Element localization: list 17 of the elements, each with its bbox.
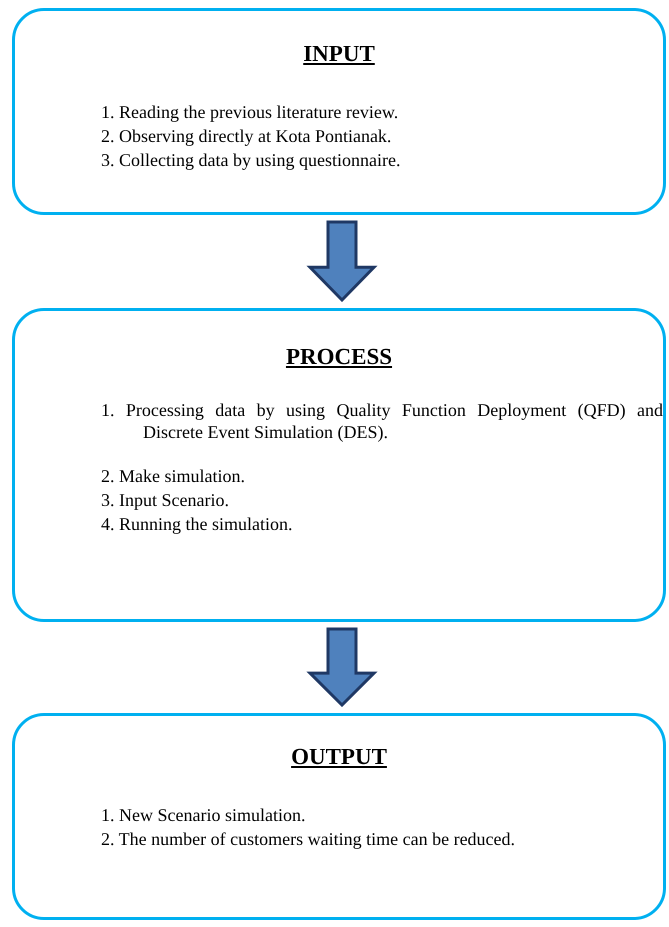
process-box: [12, 8, 666, 215]
list-item: 4. Running the simulation.: [101, 513, 294, 535]
list-item: 3. Collecting data by using questionnaire.: [101, 149, 402, 171]
section-heading: INPUT: [302, 41, 376, 67]
section-heading: OUTPUT: [290, 744, 388, 770]
list-item: 1. Processing data by using Quality Function Deployment (QFD) and Discrete Event Simulation (DES).: [101, 399, 663, 443]
list-item: 3. Input Scenario.: [101, 489, 230, 511]
list-item: 1. Reading the previous literature review.: [101, 101, 400, 123]
block-arrow: [306, 220, 378, 302]
process-box: [12, 713, 666, 920]
list-item: 1. New Scenario simulation.: [101, 804, 306, 826]
block-arrow: [306, 628, 378, 708]
list-item: 2. The number of customers waiting time can be reduced.: [101, 828, 516, 850]
section-heading: PROCESS: [284, 344, 394, 370]
process-box: [12, 308, 666, 622]
list-item: 2. Observing directly at Kota Pontianak.: [101, 125, 392, 147]
list-item: 2. Make simulation.: [101, 465, 246, 487]
